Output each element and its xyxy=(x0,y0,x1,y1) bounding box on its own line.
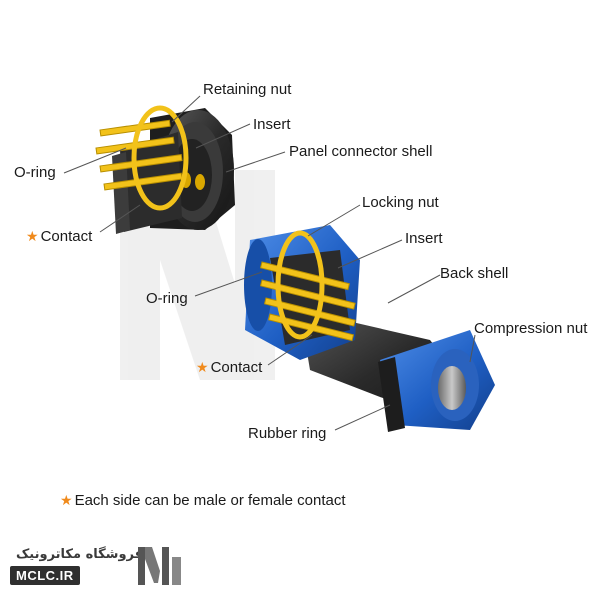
label-contact-bottom-text: Contact xyxy=(210,359,263,376)
label-compression-nut: Compression nut xyxy=(474,320,588,337)
leader-lines xyxy=(63,95,476,431)
label-o-ring-bottom: O-ring xyxy=(146,290,188,307)
label-contact-top: ★Contact xyxy=(26,227,92,246)
label-contact-bottom: ★Contact xyxy=(196,358,262,377)
label-rubber-ring: Rubber ring xyxy=(248,425,327,442)
star-icon: ★ xyxy=(196,359,209,375)
brand-name-en: MCLC.IR xyxy=(10,566,80,585)
o-ring-top xyxy=(131,105,189,211)
cable-connector xyxy=(244,225,495,432)
footnote-text: Each side can be male or female contact xyxy=(74,492,346,509)
label-o-ring-top: O-ring xyxy=(14,164,56,181)
footnote: ★Each side can be male or female contact xyxy=(60,491,346,510)
label-contact-top-text: Contact xyxy=(40,228,93,245)
label-panel-connector-shell: Panel connector shell xyxy=(289,143,433,160)
label-retaining-nut: Retaining nut xyxy=(203,81,292,98)
o-ring-bottom xyxy=(275,230,325,340)
label-back-shell: Back shell xyxy=(440,265,509,282)
label-insert-top: Insert xyxy=(253,116,291,133)
label-locking-nut: Locking nut xyxy=(362,194,439,211)
brand-logo-icon xyxy=(138,547,181,585)
star-icon: ★ xyxy=(60,492,73,508)
brand-name-fa: فروشگاه مکاترونیک xyxy=(16,547,144,562)
panel-connector xyxy=(95,105,235,234)
star-icon: ★ xyxy=(26,228,39,244)
label-insert-bottom: Insert xyxy=(405,230,443,247)
